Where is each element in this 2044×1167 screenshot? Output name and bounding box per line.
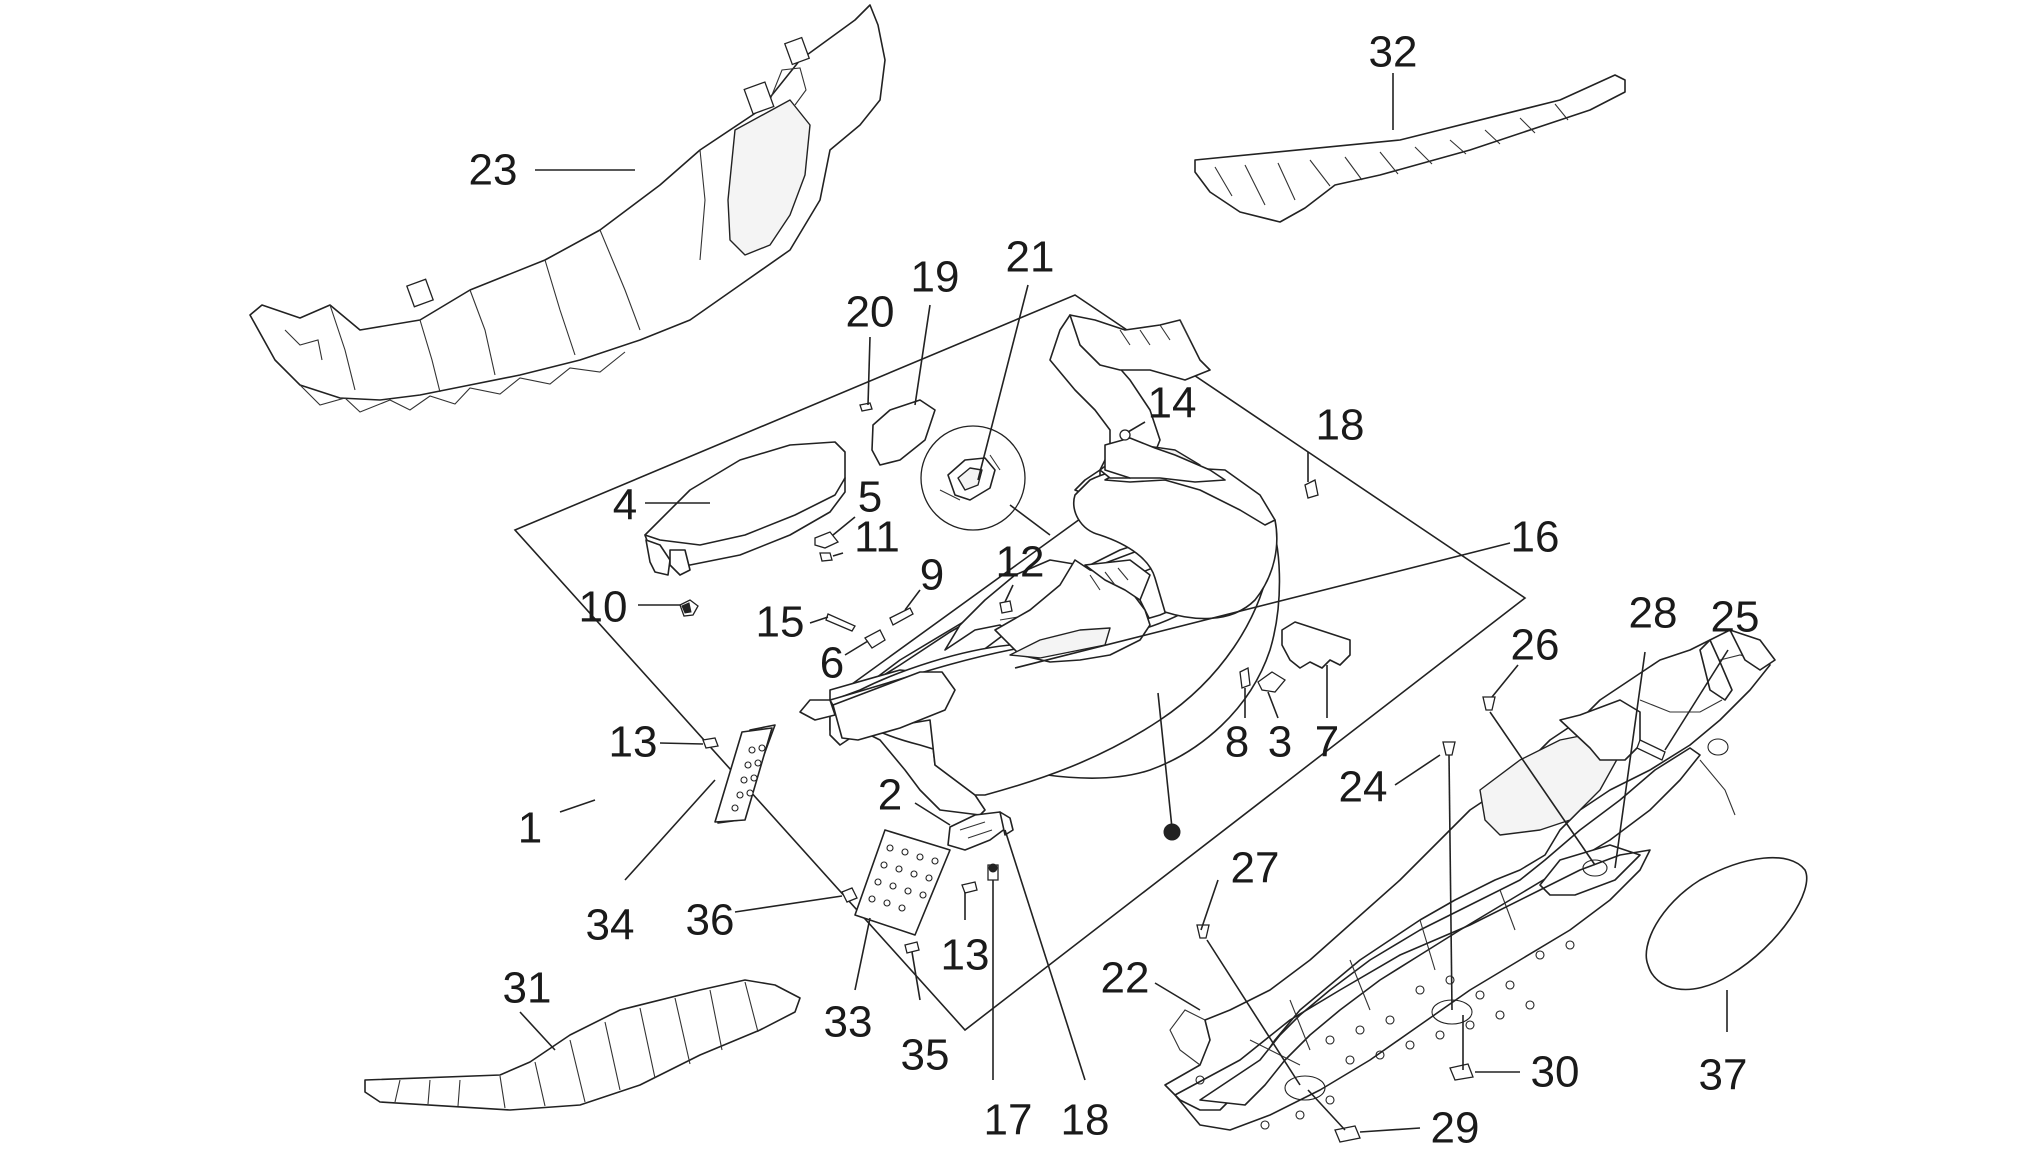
callout-23: 23 [469, 146, 518, 195]
part-16-step-tray [832, 671, 956, 741]
part-6-latch [864, 629, 886, 649]
callout-30: 30 [1531, 1048, 1580, 1097]
part-14-nut [1119, 429, 1131, 441]
callout-1: 1 [518, 804, 542, 853]
part-3-clip [1257, 671, 1286, 693]
part-16-rear-bracket [1104, 437, 1226, 483]
part-32-footrest-strip [1194, 74, 1626, 223]
part-24-screw [1442, 741, 1456, 756]
callout-14: 14 [1148, 379, 1197, 428]
part-15-pin [825, 613, 856, 632]
callout-19: 19 [911, 253, 960, 302]
callout-34: 34 [586, 901, 635, 950]
part-19-cover-plate [871, 399, 936, 466]
part-16-center-console [994, 559, 1151, 663]
callout-32: 32 [1369, 28, 1418, 77]
callout-25: 25 [1711, 593, 1760, 642]
leader-lines [519, 73, 1729, 1133]
callout-10: 10 [579, 583, 628, 632]
part-37-oval-pad [1645, 856, 1808, 991]
callout-31: 31 [503, 964, 552, 1013]
part-9-spring [889, 607, 914, 626]
part-2-bracket [947, 811, 1011, 851]
callout-7: 7 [1315, 718, 1339, 767]
part-30-clip-nut [1449, 1063, 1474, 1081]
callout-12: 12 [996, 538, 1045, 587]
callout-18b: 18 [1061, 1096, 1110, 1145]
callout-labels: 23 32 20 19 21 14 18 4 5 11 16 12 9 10 1… [469, 28, 1760, 1153]
callout-6: 6 [820, 639, 844, 688]
callout-15: 15 [756, 598, 805, 647]
callout-13a: 13 [609, 718, 658, 767]
callout-26: 26 [1511, 621, 1560, 670]
part-33-perforated-mat [854, 829, 951, 936]
callout-2: 2 [878, 771, 902, 820]
part-34-perforated-mat [714, 724, 776, 824]
part-22-floor-plate [1174, 849, 1651, 1131]
assembly-frame [513, 294, 1527, 1032]
part-20-screw [859, 402, 873, 412]
callout-17: 17 [984, 1096, 1033, 1145]
part-26-screw [1482, 696, 1496, 711]
part-36-clip [841, 887, 858, 903]
callout-18a: 18 [1316, 401, 1365, 450]
callout-35: 35 [901, 1031, 950, 1080]
part-11-screw [819, 552, 833, 562]
part-7-comb-bracket [1281, 621, 1351, 669]
part-21-detail-magnifier [920, 425, 1051, 536]
part-4-pad [644, 441, 846, 576]
callout-16: 16 [1511, 513, 1560, 562]
callout-24: 24 [1339, 763, 1388, 812]
part-12-screw [999, 600, 1013, 614]
callout-21: 21 [1006, 233, 1055, 282]
callout-27: 27 [1231, 844, 1280, 893]
part-18-clip [1304, 479, 1319, 499]
callout-20: 20 [846, 288, 895, 337]
callout-9: 9 [920, 551, 944, 600]
callout-3: 3 [1268, 718, 1292, 767]
part-5-clip [814, 531, 840, 549]
part-31-footrest-strip [364, 979, 801, 1111]
part-17-screw-head [988, 863, 998, 873]
callout-13b: 13 [941, 931, 990, 980]
part-8-spring [1239, 667, 1251, 689]
part-10-bolt-head [681, 602, 692, 614]
callout-29: 29 [1431, 1104, 1480, 1153]
part-29-clip-nut [1334, 1125, 1361, 1143]
callout-8: 8 [1225, 718, 1249, 767]
callout-5: 5 [858, 473, 882, 522]
part-28-bolt [1636, 739, 1666, 761]
callout-11: 11 [854, 513, 900, 562]
callout-36: 36 [686, 896, 735, 945]
part-27-screw [1196, 924, 1210, 939]
callout-4: 4 [613, 481, 637, 530]
part-35-screw [904, 941, 920, 954]
part-23-front-cover [249, 4, 886, 413]
callout-28: 28 [1629, 589, 1678, 638]
callout-37: 37 [1699, 1051, 1748, 1100]
part-13-screw-lower [961, 881, 978, 894]
callout-22: 22 [1101, 954, 1150, 1003]
part-13-screw [702, 737, 719, 749]
callout-33: 33 [824, 998, 873, 1047]
fasteners [679, 402, 1666, 1143]
